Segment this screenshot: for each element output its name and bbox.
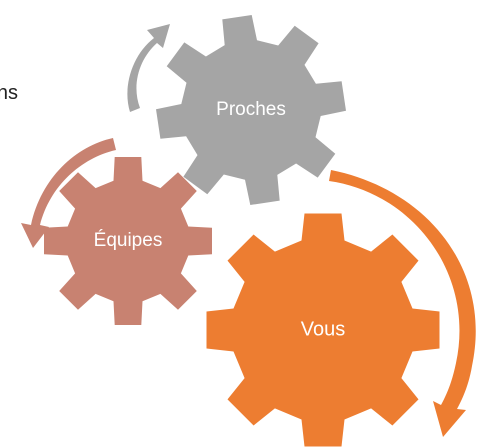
proches-label: Proches	[216, 99, 286, 120]
vous-cycle-arrow	[329, 170, 476, 437]
proches-gear-shape	[156, 15, 346, 205]
equipes-gear: Équipes	[44, 157, 212, 325]
proches-gear: Proches	[156, 15, 346, 205]
cropped-text: ns	[0, 82, 18, 104]
equipes-cycle-arrow	[21, 138, 116, 248]
vous-gear: Vous	[206, 213, 440, 447]
proches-cycle-arrow	[127, 24, 170, 112]
equipes-gear-shape	[44, 157, 212, 325]
equipes-label: Équipes	[94, 230, 163, 251]
vous-label: Vous	[301, 318, 345, 340]
vous-gear-shape	[206, 213, 440, 447]
